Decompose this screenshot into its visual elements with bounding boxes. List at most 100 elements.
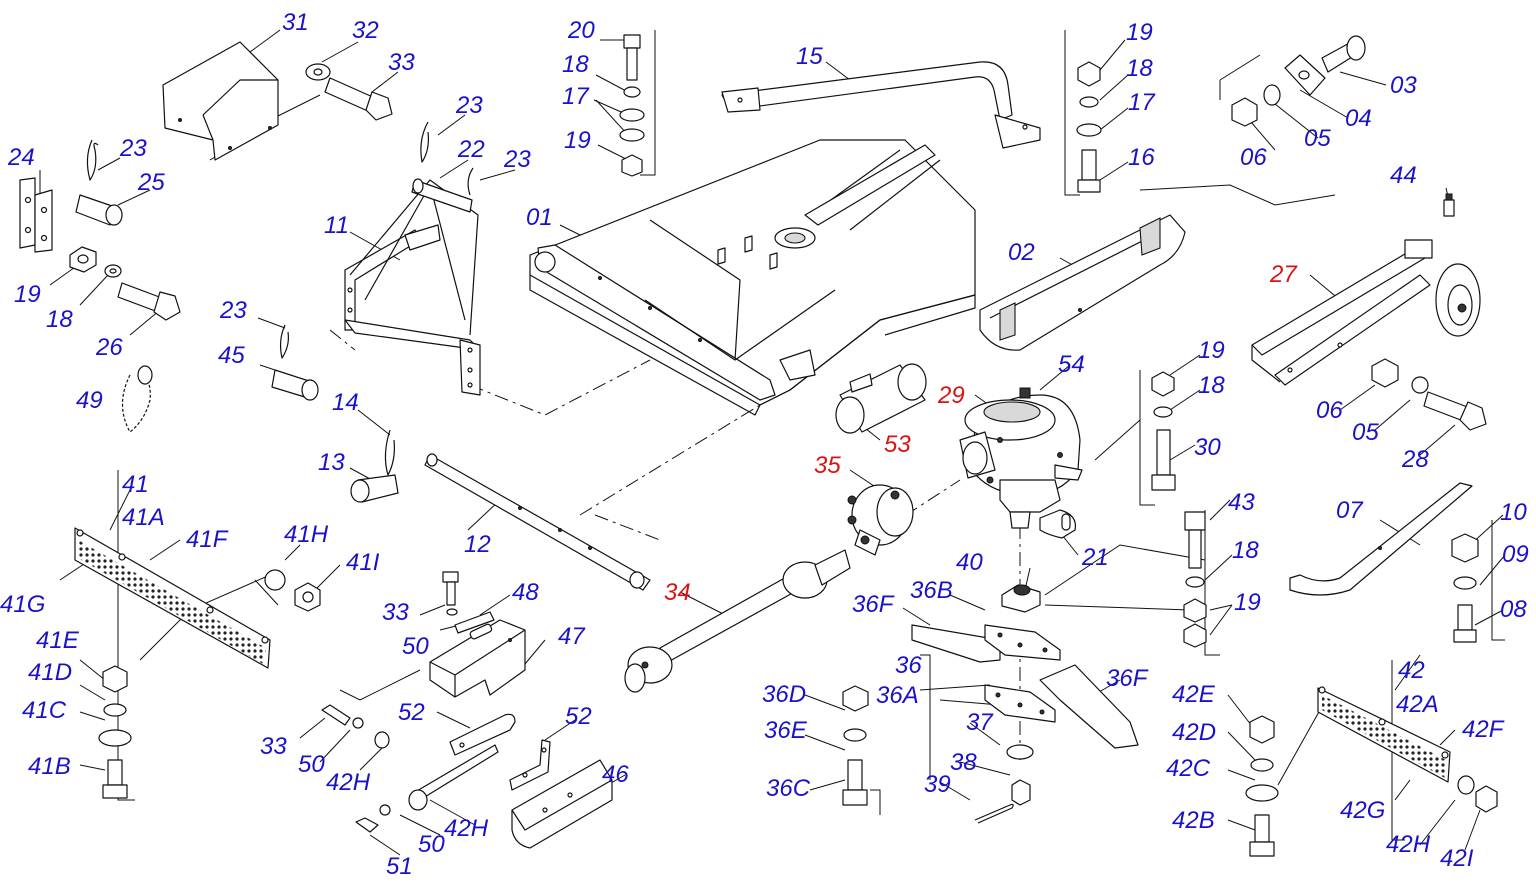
part-label-37: 37 [966,709,994,736]
part-label-05a: 05 [1304,125,1331,152]
part-label-30: 30 [1194,434,1221,461]
washer-41C [98,729,132,747]
part-label-19e: 19 [1234,589,1261,616]
nut-42E [1249,715,1275,744]
part-label-42b: 42B [1172,807,1215,834]
washer-41H [264,569,286,591]
part-label-41f: 41F [186,526,229,553]
washer-18-mid [1153,406,1173,418]
part-label-19d: 19 [1198,337,1225,364]
bracket-24 [19,177,53,253]
part-label-29: 29 [937,382,965,409]
washer-09 [1453,576,1477,590]
part-label-18a: 18 [46,306,73,333]
part-label-39: 39 [924,771,951,798]
part-label-41b: 41B [28,753,71,780]
part-label-45: 45 [218,342,245,369]
cotter-pin-39 [974,803,1014,824]
part-label-31: 31 [282,9,309,36]
grease-fitting-44 [1443,193,1455,217]
washer-05-top [1263,84,1281,106]
part-label-36e: 36E [764,717,808,744]
part-label-23d: 23 [219,297,247,324]
part-label-36d: 36D [762,681,806,708]
pin-clip-23a [86,139,99,181]
part-label-51: 51 [386,853,413,880]
part-label-41c: 41C [22,697,67,724]
part-label-50a: 50 [402,633,429,660]
part-label-40: 40 [956,549,983,576]
part-label-19c: 19 [1126,19,1153,46]
blade-holder-36A [984,684,1056,723]
clip-23c [467,167,474,196]
part-label-43: 43 [1228,489,1255,516]
washer-18-top [623,86,641,98]
bolt-33-top [324,77,393,121]
part-label-03: 03 [1390,72,1417,99]
part-label-41h: 41H [284,521,329,548]
part-label-23b: 23 [455,92,483,119]
part-label-50b: 50 [298,751,325,778]
part-label-04: 04 [1345,105,1372,132]
bolt-43 [1184,511,1206,569]
blade-36F-right [1039,664,1139,749]
bolt-42B [1249,814,1275,857]
part-label-20: 20 [567,17,595,44]
part-label-42i: 42I [1440,845,1474,872]
key-21 [1039,509,1077,539]
part-label-17b: 17 [1128,89,1156,116]
part-label-19b: 19 [564,127,591,154]
part-label-42: 42 [1398,657,1425,684]
bolt-03 [1321,35,1366,73]
nut-42I [1475,785,1498,813]
bolt-08 [1453,604,1477,643]
part-label-21: 21 [1081,544,1109,571]
part-label-11: 11 [324,212,349,239]
part-label-44: 44 [1390,162,1417,189]
washer-42Hc [1457,775,1475,795]
part-label-41: 41 [122,471,149,498]
part-label-23c: 23 [503,146,531,173]
part-label-07: 07 [1336,497,1364,524]
nut-06-top [1231,97,1258,127]
part-label-42e: 42E [1172,681,1216,708]
part-label-35: 35 [814,452,841,479]
washer-32 [305,63,331,81]
bolt-30 [1151,429,1176,491]
part-label-33a: 33 [388,49,415,76]
nut-19-top [621,154,643,177]
pin-45 [271,369,319,401]
part-label-50c: 50 [418,831,445,858]
part-label-49: 49 [76,387,103,414]
washer-18-left [104,264,122,278]
pad-48 [454,611,495,634]
part-label-41g: 41G [0,591,45,618]
part-label-36b: 36B [910,577,953,604]
nuts-19-lower [1183,598,1207,648]
sleeve-53 [835,363,927,434]
shaft-12 [424,453,651,591]
nut-10 [1451,533,1479,563]
part-label-26: 26 [95,334,123,361]
part-label-36: 36 [895,652,922,679]
part-label-06a: 06 [1240,144,1267,171]
mower-deck-01 [529,139,976,416]
part-label-18c: 18 [1126,55,1153,82]
part-label-52b: 52 [565,703,592,730]
nut-41I [294,582,321,612]
chain-guard-41 [74,527,271,669]
nut-19-right [1077,61,1101,87]
part-label-42f: 42F [1462,716,1505,743]
washer-37 [1006,744,1034,760]
part-label-36c: 36C [766,775,811,802]
nut-38 [1011,779,1031,806]
part-label-12: 12 [464,531,491,558]
washer-17-right [1076,123,1102,137]
part-label-47: 47 [558,623,586,650]
nut-36D [842,685,869,712]
part-label-42g: 42G [1340,797,1385,824]
bolt-33-mid [442,571,459,606]
part-label-42hc: 42H [1386,831,1431,858]
part-label-09: 09 [1502,541,1529,568]
